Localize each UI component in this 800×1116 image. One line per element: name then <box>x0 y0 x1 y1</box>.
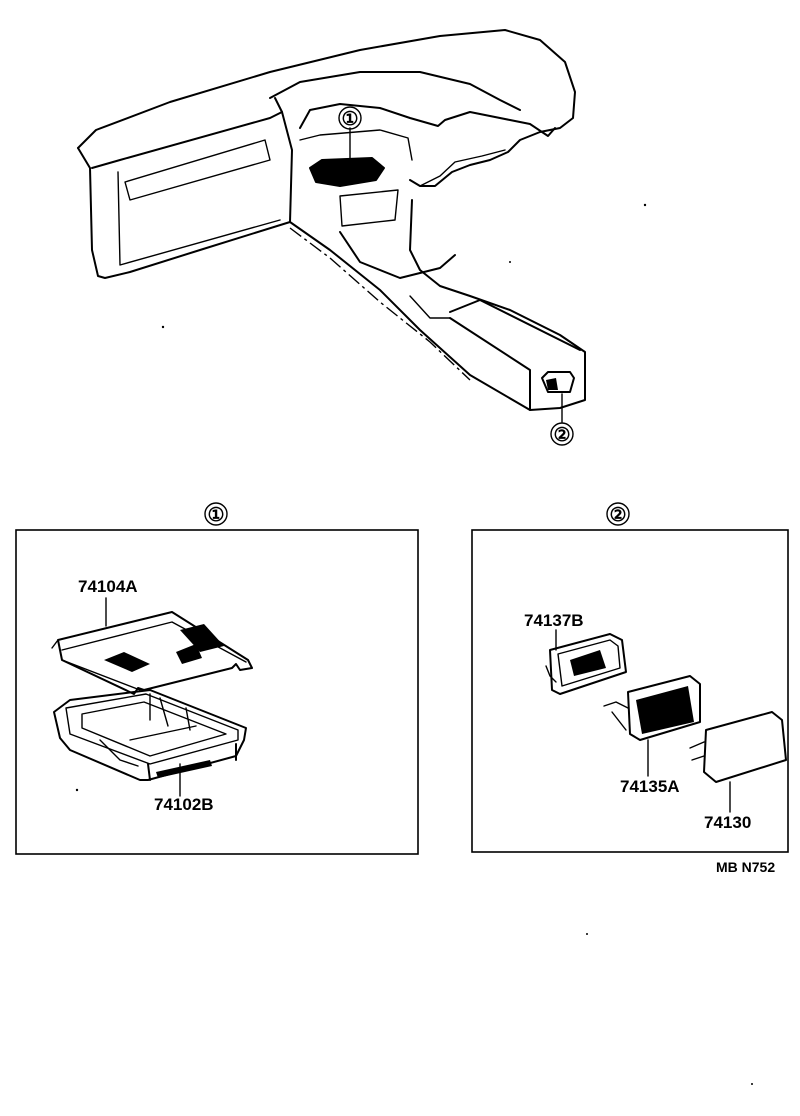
part-74135A-bracket <box>603 675 701 741</box>
part-74102B-tray <box>53 689 247 792</box>
part-74104A-lid <box>51 611 253 695</box>
detail-1-heading: ① <box>207 505 224 526</box>
detail-2-panel: ② 74137B 74135A 74130 <box>471 502 789 853</box>
label-74137B: 74137B <box>524 611 584 630</box>
callout-1-overview: ① <box>338 106 362 130</box>
part-74137B-frame <box>545 633 627 695</box>
label-74135A: 74135A <box>620 777 680 796</box>
callout-2-overview: ② <box>550 422 574 446</box>
detail-2-heading: ② <box>609 505 626 526</box>
detail-1-panel: ① 74104A 74102B <box>15 502 419 855</box>
svg-text:①: ① <box>341 109 358 130</box>
diagram-code: MB N752 <box>716 859 775 875</box>
label-74104A: 74104A <box>78 577 138 596</box>
label-74130: 74130 <box>704 813 751 832</box>
label-74102B: 74102B <box>154 795 214 814</box>
part-74130-lid <box>689 711 787 783</box>
svg-text:②: ② <box>553 425 570 446</box>
dashboard-overview <box>77 29 647 423</box>
